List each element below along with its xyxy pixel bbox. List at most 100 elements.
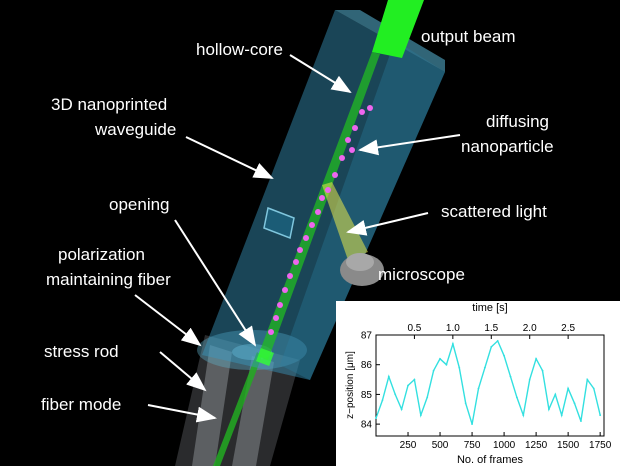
label-pm-fiber-line2: maintaining fiber (46, 270, 171, 289)
nanoparticle (359, 109, 365, 115)
chart-ylabel: z−position [μm] (345, 351, 356, 419)
chart-xlabel: No. of frames (457, 454, 524, 466)
nanoparticle (339, 155, 345, 161)
y-tick-label: 87 (361, 331, 373, 342)
trace-point (567, 387, 570, 390)
trace-point (599, 414, 602, 417)
trace-point (541, 369, 544, 372)
scattered-light (322, 182, 368, 260)
nanoparticle (309, 222, 315, 228)
label-fiber-mode: fiber mode (41, 395, 122, 414)
fiber-body (175, 335, 300, 466)
arrow-scattered-light (346, 212, 429, 236)
waveguide-side (280, 40, 445, 380)
label-diffusing-line2: nanoparticle (461, 137, 554, 156)
stress-rod-left (192, 345, 232, 466)
trace-point (573, 402, 576, 405)
nanoparticle (297, 247, 303, 253)
label-hollow-core: hollow-core (196, 40, 283, 59)
x-tick-label: 500 (432, 440, 449, 451)
label-pm-fiber-line1: polarization (58, 245, 145, 264)
x-tick-label: 1000 (493, 440, 516, 451)
nanoparticle (367, 105, 373, 111)
trace-point (419, 414, 422, 417)
trace-point (496, 340, 499, 342)
trace-point (445, 363, 448, 366)
x-tick-label: 1500 (557, 440, 580, 451)
nanoparticle (349, 147, 355, 153)
trace-point (477, 387, 480, 390)
arrow-stress-rod (159, 351, 207, 392)
top-tick-label: 1.0 (446, 323, 460, 334)
trace-point (458, 366, 461, 369)
x-tick-label: 250 (400, 440, 417, 451)
nanoparticle (345, 137, 351, 143)
nanoparticle (332, 172, 338, 178)
label-opening: opening (109, 195, 170, 214)
arrow-pm-fiber (134, 294, 202, 347)
label-stress-rod: stress rod (44, 342, 119, 361)
top-tick-label: 1.5 (484, 323, 498, 334)
top-tick-label: 2.5 (561, 323, 575, 334)
nanoparticle (287, 273, 293, 279)
top-tick-label: 0.5 (407, 323, 421, 334)
trace-point (471, 423, 473, 426)
trace-point (490, 345, 493, 348)
label-output-beam: output beam (421, 27, 516, 46)
trace-point (464, 402, 467, 405)
opening (263, 206, 295, 240)
trace-point (560, 414, 563, 417)
y-tick-label: 86 (361, 360, 373, 371)
nanoparticle (319, 195, 325, 201)
trace-point (528, 378, 531, 381)
fiber-mode-beam (213, 352, 262, 466)
label-waveguide-line1: 3D nanoprinted (51, 95, 168, 114)
x-tick-label: 750 (464, 440, 481, 451)
arrow-opening (174, 219, 257, 347)
trace-point (586, 378, 589, 381)
y-tick-label: 85 (361, 390, 373, 401)
arrow-fiber-mode (147, 404, 217, 423)
nanoparticle (352, 125, 358, 131)
trace-point (387, 375, 390, 378)
trace-point (394, 393, 397, 396)
nanoparticle (303, 235, 309, 241)
trace-point (515, 396, 518, 399)
nanoparticles (268, 105, 373, 335)
trace-point (439, 357, 441, 360)
trace-point (592, 387, 595, 390)
annotation-arrows (134, 54, 461, 423)
trace-point (451, 343, 454, 345)
trace-point (381, 399, 384, 402)
trace-point (407, 384, 409, 387)
z-position-trace (375, 339, 601, 425)
trace-point (483, 366, 486, 369)
stress-rod-right (232, 356, 274, 466)
label-scattered-light: scattered light (441, 202, 547, 221)
nanoparticle (315, 209, 321, 215)
trace-point (413, 378, 416, 381)
trace-point (554, 393, 557, 396)
trace-point (580, 420, 582, 423)
nanoparticle (325, 187, 331, 193)
core-beam (258, 52, 380, 360)
fiber-illustration (175, 0, 445, 466)
arrow-diffusing-nanoparticle (358, 134, 461, 156)
trace-point (548, 408, 550, 411)
trace-point (535, 357, 538, 360)
nanoparticle (277, 302, 283, 308)
x-tick-label: 1250 (525, 440, 548, 451)
x-tick-label: 1750 (589, 440, 612, 451)
core-beam-exit (256, 348, 274, 366)
nanoparticle (293, 259, 299, 265)
trace-point (400, 408, 403, 411)
label-microscope: microscope (378, 265, 465, 284)
trace-point (522, 414, 525, 417)
nanoparticle (282, 287, 288, 293)
trace-point (432, 369, 435, 372)
trace-point (503, 354, 505, 357)
arrow-waveguide (185, 136, 274, 179)
